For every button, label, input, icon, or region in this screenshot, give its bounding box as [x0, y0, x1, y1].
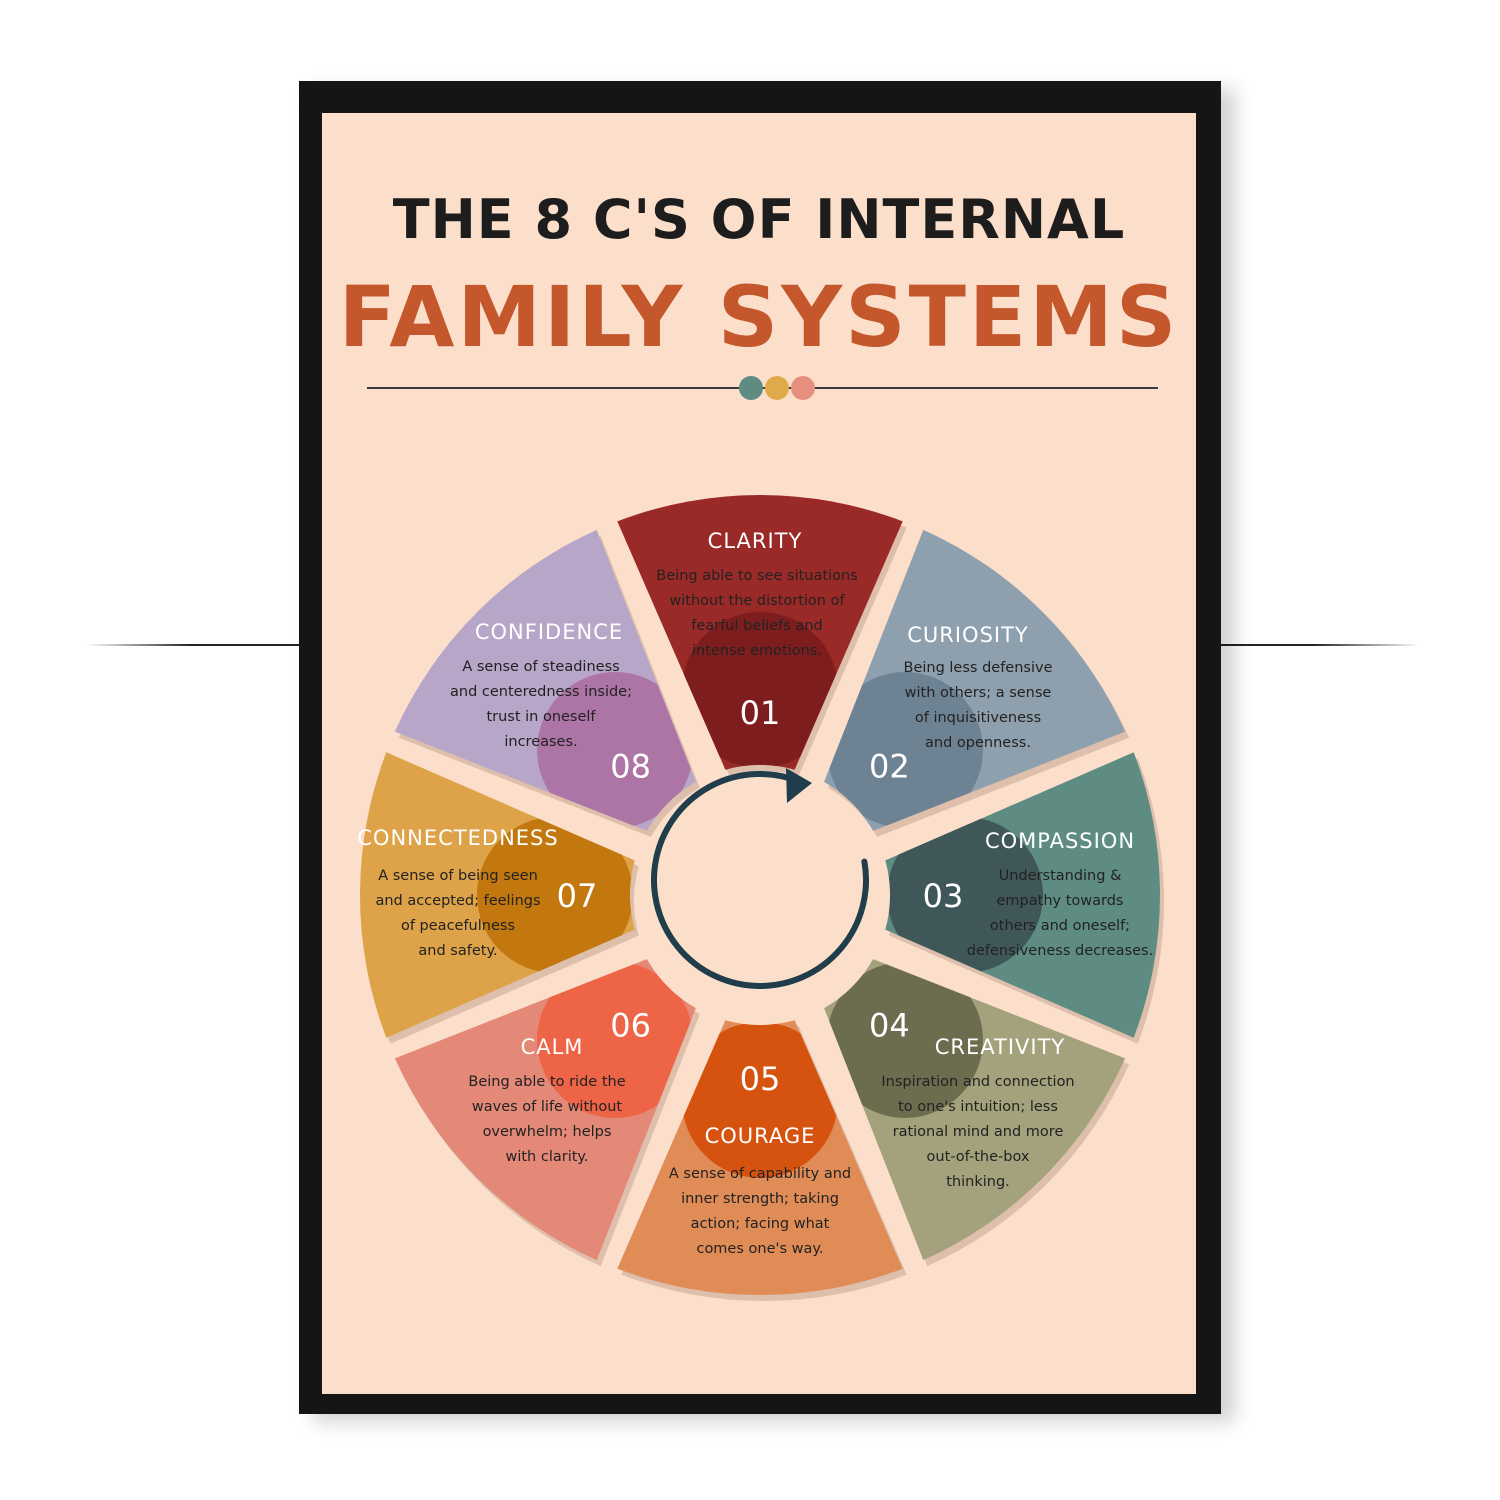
segment-number: 01: [740, 694, 781, 732]
segment-description-line: fearful beliefs and: [691, 618, 822, 634]
segment-description-line: empathy towards: [997, 893, 1124, 909]
segment-description-line: with others; a sense: [905, 685, 1052, 701]
segment-number-badge: [537, 672, 694, 829]
segment-description-line: of inquisitiveness: [915, 710, 1041, 726]
segment-description-line: others and oneself;: [990, 918, 1130, 934]
segment-description-line: and accepted; feelings: [375, 893, 540, 909]
segment-description-line: trust in oneself: [486, 709, 596, 725]
segment-description-line: waves of life without: [472, 1099, 623, 1115]
cycle-arrow-icon: [651, 768, 869, 989]
segment-number: 04: [869, 1006, 910, 1044]
segment-description-line: A sense of capability and: [669, 1166, 851, 1182]
segment-description-line: of peacefulness: [401, 918, 515, 934]
segment-description-line: Inspiration and connection: [881, 1074, 1074, 1090]
segment-description-line: increases.: [504, 734, 577, 750]
divider-dot: [739, 376, 763, 400]
cycle-arrow-arc: [651, 771, 869, 989]
divider-dot: [791, 376, 815, 400]
segment-description-line: intense emotions.: [692, 643, 822, 659]
segment-number: 02: [869, 748, 910, 786]
segment-description-line: to one's intuition; less: [898, 1099, 1058, 1115]
segment-title: CREATIVITY: [935, 1035, 1066, 1059]
title-line-1: THE 8 C'S OF INTERNAL: [392, 188, 1126, 251]
segment-description-line: A sense of steadiness: [462, 659, 619, 675]
divider-dot: [765, 376, 789, 400]
segment-title: CONFIDENCE: [475, 620, 623, 644]
segment-number: 07: [557, 877, 598, 915]
segment-description-line: defensiveness decreases.: [967, 943, 1153, 959]
segment-number: 05: [740, 1060, 781, 1098]
segment-number-badge: [682, 612, 838, 768]
segment-title: CONNECTEDNESS: [357, 826, 558, 850]
segment-compassion: 03 COMPASSION Understanding & empathy towar…: [885, 752, 1164, 1044]
segment-description-line: rational mind and more: [893, 1124, 1064, 1140]
segment-description-line: and openness.: [925, 735, 1031, 751]
segment-description-line: and centeredness inside;: [450, 684, 632, 700]
segment-description-line: Understanding &: [999, 868, 1122, 884]
segment-description-line: without the distortion of: [669, 593, 845, 609]
title-line-2: FAMILY SYSTEMS: [338, 268, 1180, 366]
segment-number: 08: [610, 748, 651, 786]
segment-description-line: A sense of being seen: [378, 868, 538, 884]
segment-number-badge: [826, 961, 983, 1118]
segment-title: CURIOSITY: [907, 623, 1029, 647]
segment-description-line: comes one's way.: [696, 1241, 823, 1257]
segments-layer: 01 CLARITY Being able to see situations wit…: [357, 495, 1164, 1301]
segment-number-badge: [887, 817, 1043, 973]
segment-description-line: with clarity.: [505, 1149, 588, 1165]
segment-description-line: Being able to ride the: [468, 1074, 625, 1090]
segment-description-line: out-of-the-box: [927, 1149, 1030, 1165]
cycle-arrow-head: [786, 768, 812, 803]
segment-description-line: and safety.: [418, 943, 497, 959]
segment-description-line: Being able to see situations: [656, 568, 857, 584]
segment-number-badge: [826, 672, 983, 829]
segment-title: COMPASSION: [985, 829, 1135, 853]
segment-description-line: Being less defensive: [904, 660, 1053, 676]
segment-description-line: action; facing what: [691, 1216, 830, 1232]
segment-title: CLARITY: [708, 529, 803, 553]
segment-number-badge: [477, 817, 633, 973]
segment-number-badge: [682, 1022, 838, 1178]
segment-connectedness: 07 CONNECTEDNESS A sense of being seen and …: [357, 752, 639, 1044]
segment-number: 06: [610, 1006, 651, 1044]
segment-confidence: 08 CONFIDENCE A sense of steadiness and cen…: [394, 529, 700, 837]
segment-number: 03: [923, 877, 964, 915]
segment-description-line: overwhelm; helps: [483, 1124, 612, 1140]
segment-description-line: inner strength; taking: [681, 1191, 839, 1207]
segment-curiosity: 02 CURIOSITY Being less defensive with othe…: [824, 529, 1130, 837]
segment-description-line: thinking.: [946, 1174, 1010, 1190]
segment-clarity: 01 CLARITY Being able to see situations wit…: [617, 495, 907, 776]
segment-title: CALM: [521, 1035, 584, 1059]
segment-number-badge: [537, 961, 694, 1118]
segment-title: COURAGE: [705, 1124, 816, 1148]
